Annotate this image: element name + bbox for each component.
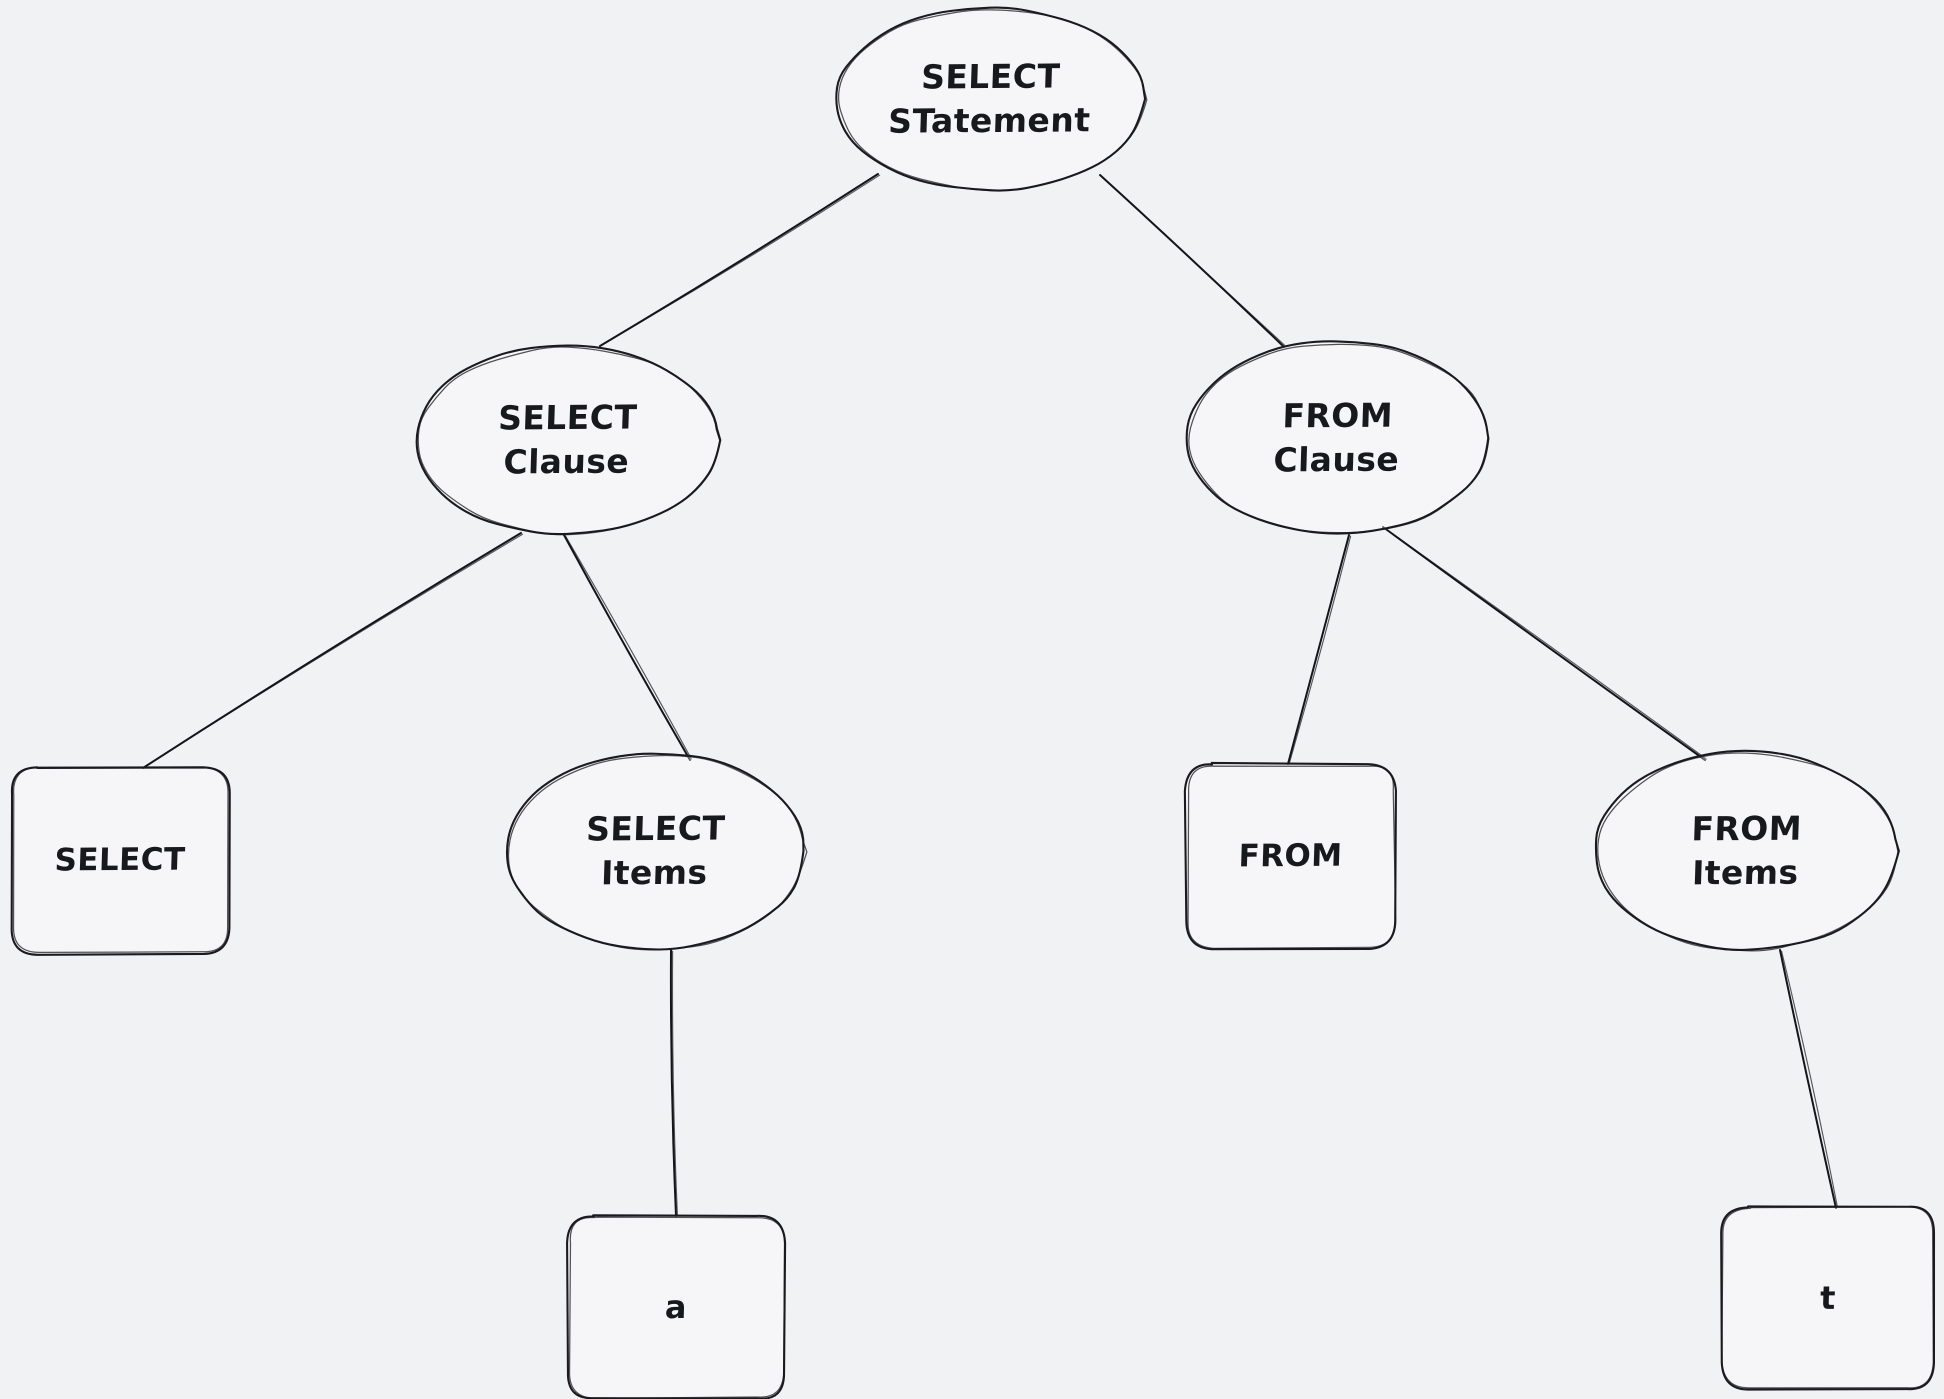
node-select-items[interactable] [505,752,808,951]
edge-root-select-clause [599,173,881,347]
edge-layer [142,173,1838,1217]
node-from-items[interactable] [1594,749,1900,952]
edge-root-from-clause [1099,174,1285,347]
node-from-keyword[interactable] [1183,761,1397,951]
edge-select-items-a [669,949,678,1217]
edge-from-items-t [1779,949,1838,1209]
edge-select-clause-keyword [142,532,524,769]
node-select-keyword[interactable] [10,766,231,956]
node-from-clause[interactable] [1185,340,1490,535]
node-select-statement[interactable] [835,6,1148,192]
node-shape-layer [10,6,1936,1399]
edge-from-clause-items [1382,526,1707,761]
node-column-a[interactable] [566,1214,787,1399]
edge-select-clause-items [563,534,692,761]
node-select-clause[interactable] [415,344,722,536]
edge-from-clause-keyword [1287,534,1352,765]
node-table-t[interactable] [1720,1205,1936,1391]
